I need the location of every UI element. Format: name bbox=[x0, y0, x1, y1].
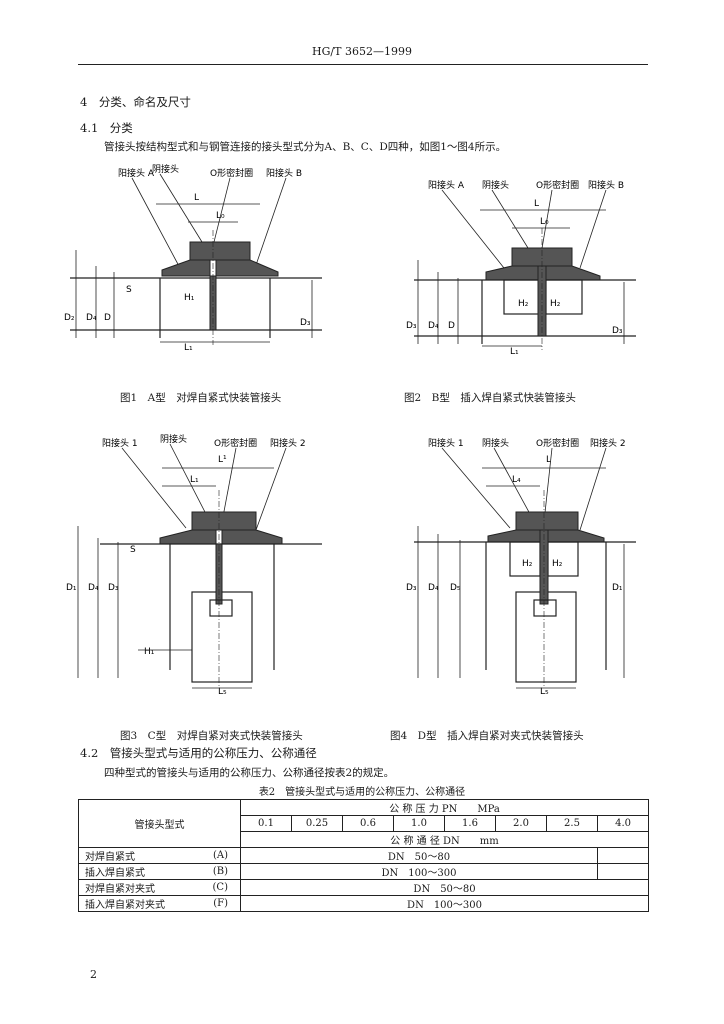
fig2-label-oring: O形密封圈 bbox=[536, 179, 579, 191]
table-row: 插入焊自紧式 (B) DN 100～300 bbox=[78, 863, 650, 880]
table-row: 插入焊自紧对夹式 (F) DN 100～300 bbox=[78, 895, 650, 912]
fig4-label-L: L bbox=[546, 455, 551, 465]
fig2-label-L: L bbox=[534, 199, 539, 209]
section-4-1-text: 管接头按结构型式和与钢管连接的接头型式分为A、B、C、D四种，如图1～图4所示。 bbox=[104, 141, 507, 153]
figure-1: 阳接头 A 阴接头 O形密封圈 阳接头 B L L₀ S H₁ L₁ D₂ D₄… bbox=[60, 160, 330, 360]
fig3-label-L1-top: L¹ bbox=[218, 455, 227, 465]
table-pressure-value: 0.6 bbox=[342, 815, 394, 832]
figure-4-caption: 图4 D型 插入焊自紧对夹式快装管接头 bbox=[390, 730, 584, 742]
table-row-code: (B) bbox=[200, 863, 241, 880]
table-row-range: DN 50～80 bbox=[239, 879, 650, 896]
table-diameter-header: 公 称 通 径 DN mm bbox=[239, 831, 650, 848]
fig4-label-female: 阴接头 bbox=[482, 437, 509, 449]
section-4-title: 4 分类、命名及尺寸 bbox=[80, 95, 191, 109]
fig1-label-L: L bbox=[194, 193, 199, 203]
fig3-label-S: S bbox=[130, 545, 136, 555]
fig2-label-H2b: H₂ bbox=[550, 299, 561, 309]
table-2: 管接头型式 公 称 压 力 PN MPa 0.1 0.25 0.6 1.0 1.… bbox=[78, 799, 650, 912]
fig3-label-L1: L₁ bbox=[190, 475, 199, 485]
table-row-code: (F) bbox=[200, 895, 241, 912]
fig3-label-D3: D₃ bbox=[108, 583, 119, 593]
figure-2: 阳接头 A 阴接头 O形密封圈 阳接头 B L L₀ H₂ H₂ L₁ D₃ D… bbox=[400, 168, 650, 368]
fig4-label-H2a: H₂ bbox=[522, 559, 533, 569]
section-4-2-title: 4.2 管接头型式与适用的公称压力、公称通径 bbox=[80, 746, 317, 760]
fig4-label-D4: D₄ bbox=[428, 583, 439, 593]
fig2-label-D3: D₃ bbox=[406, 321, 417, 331]
fig2-label-male-b: 阳接头 B bbox=[588, 179, 624, 191]
table-row-name: 对焊自紧式 bbox=[78, 847, 201, 864]
table-row-name: 插入焊自紧式 bbox=[78, 863, 201, 880]
fig1-label-oring: O形密封圈 bbox=[210, 167, 253, 179]
fig2-label-female: 阴接头 bbox=[482, 179, 509, 191]
page-number: 2 bbox=[90, 968, 97, 981]
fig4-label-D1: D₁ bbox=[612, 583, 623, 593]
fig2-label-D3-right: D₃ bbox=[612, 326, 623, 336]
fig4-label-oring: O形密封圈 bbox=[536, 437, 579, 449]
table-row-code: (A) bbox=[200, 847, 241, 864]
table-pressure-value: 0.1 bbox=[240, 815, 292, 832]
figure-3-caption: 图3 C型 对焊自紧对夹式快装管接头 bbox=[120, 730, 303, 742]
fig1-label-female: 阴接头 bbox=[152, 163, 179, 175]
fig3-label-female: 阴接头 bbox=[160, 433, 187, 445]
section-4-1-title: 4.1 分类 bbox=[80, 121, 133, 135]
header-rule bbox=[78, 64, 648, 65]
fig1-label-S: S bbox=[126, 285, 132, 295]
fig1-label-male-a: 阳接头 A bbox=[118, 167, 155, 179]
table-row: 对焊自紧式 (A) DN 50～80 bbox=[78, 847, 650, 864]
fig3-label-D1: D₁ bbox=[66, 583, 77, 593]
fig2-label-D: D bbox=[448, 321, 455, 331]
section-4-2-text: 四种型式的管接头与适用的公称压力、公称通径按表2的规定。 bbox=[104, 767, 395, 779]
table-pressure-value: 0.25 bbox=[291, 815, 343, 832]
fig1-label-L1: L₁ bbox=[184, 343, 193, 353]
fig1-label-D: D bbox=[104, 313, 111, 323]
fig1-label-H1: H₁ bbox=[184, 293, 195, 303]
table-row-empty bbox=[596, 863, 650, 880]
fig1-label-male-b: 阳接头 B bbox=[266, 167, 302, 179]
figure-3: 阳接头 1 阴接头 O形密封圈 阳接头 2 L¹ L₁ S H₁ L₅ D₁ D… bbox=[60, 430, 330, 710]
fig4-label-male-1: 阳接头 1 bbox=[428, 437, 464, 449]
fig4-label-male-2: 阳接头 2 bbox=[590, 437, 626, 449]
fig1-label-D4: D₄ bbox=[86, 313, 97, 323]
table-pressure-value: 2.0 bbox=[495, 815, 547, 832]
fig4-label-D3: D₃ bbox=[406, 583, 417, 593]
fig3-label-oring: O形密封圈 bbox=[214, 437, 257, 449]
table-row-range: DN 100～300 bbox=[240, 863, 598, 880]
table-row-range: DN 100～300 bbox=[239, 895, 650, 912]
table-row-code: (C) bbox=[200, 879, 241, 896]
table-pressure-value: 1.0 bbox=[393, 815, 445, 832]
table-row-name: 对焊自紧对夹式 bbox=[78, 879, 201, 896]
figure-2-caption: 图2 B型 插入焊自紧式快装管接头 bbox=[404, 392, 576, 404]
table-pressure-value: 4.0 bbox=[596, 815, 650, 832]
fig4-label-D5: D₅ bbox=[450, 583, 461, 593]
fig4-label-L4: L₄ bbox=[512, 475, 521, 485]
table-2-caption: 表2 管接头型式与适用的公称压力、公称通径 bbox=[258, 787, 466, 798]
fig1-label-D3: D₃ bbox=[300, 318, 311, 328]
fig3-label-D4: D₄ bbox=[88, 583, 99, 593]
table-row-range: DN 50～80 bbox=[240, 847, 598, 864]
fig1-label-D2: D₂ bbox=[64, 313, 75, 323]
fig3-label-male-2: 阳接头 2 bbox=[270, 437, 306, 449]
fig3-label-male-1: 阳接头 1 bbox=[102, 437, 138, 449]
table-pressure-value: 2.5 bbox=[546, 815, 598, 832]
fig2-label-L0: L₀ bbox=[540, 217, 549, 227]
standard-code: HG/T 3652—1999 bbox=[312, 45, 412, 58]
fig4-label-H2b: H₂ bbox=[552, 559, 563, 569]
fig2-label-L1: L₁ bbox=[510, 347, 519, 357]
fig2-label-D4: D₄ bbox=[428, 321, 439, 331]
figure-1-caption: 图1 A型 对焊自紧式快装管接头 bbox=[120, 392, 282, 404]
fig2-label-H2a: H₂ bbox=[518, 299, 529, 309]
table-row-name: 插入焊自紧对夹式 bbox=[78, 895, 201, 912]
table-row: 对焊自紧对夹式 (C) DN 50～80 bbox=[78, 879, 650, 896]
table-row-empty bbox=[596, 847, 650, 864]
figure-4: 阳接头 1 阴接头 O形密封圈 阳接头 2 L L₄ H₂ H₂ L₅ D₃ D… bbox=[400, 430, 650, 710]
fig3-label-L5: L₅ bbox=[218, 687, 227, 697]
table-pressure-value: 1.6 bbox=[444, 815, 496, 832]
table-col-type: 管接头型式 bbox=[78, 799, 241, 848]
fig3-label-H1: H₁ bbox=[144, 647, 155, 657]
fig2-label-male-a: 阳接头 A bbox=[428, 179, 465, 191]
table-pressure-header: 公 称 压 力 PN MPa bbox=[239, 799, 650, 816]
fig4-label-L5: L₅ bbox=[540, 687, 549, 697]
